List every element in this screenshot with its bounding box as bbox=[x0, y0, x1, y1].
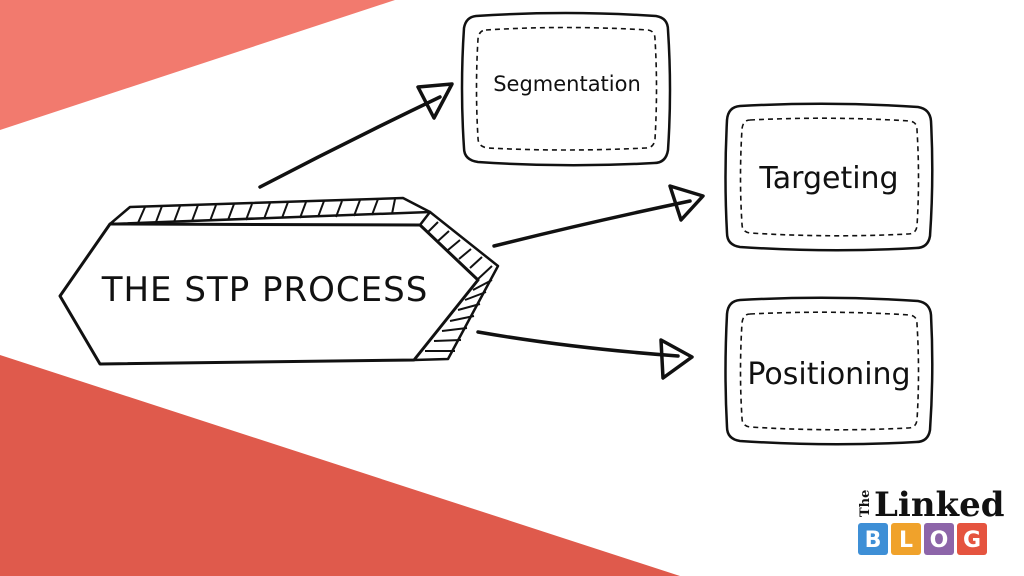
targeting-box: Targeting bbox=[724, 102, 934, 252]
arrow-to-targeting bbox=[492, 184, 705, 248]
the-linked-blog-logo: The Linked B L O G bbox=[858, 485, 1005, 555]
logo-tile-l bbox=[891, 523, 921, 555]
logo-letter-o: O bbox=[930, 528, 949, 553]
top-left-red-band bbox=[0, 0, 395, 130]
stp-process-title: THE STP PROCESS bbox=[101, 270, 429, 310]
logo-tile-g bbox=[957, 523, 987, 555]
positioning-box: Positioning bbox=[724, 296, 934, 446]
logo-tile-b bbox=[858, 523, 888, 555]
logo-the-text: The bbox=[858, 490, 873, 517]
arrow-to-segmentation bbox=[258, 82, 454, 189]
targeting-label: Targeting bbox=[758, 161, 898, 196]
logo-letter-b: B bbox=[865, 528, 882, 553]
logo-letter-g: G bbox=[963, 528, 981, 553]
segmentation-box: Segmentation bbox=[460, 11, 672, 167]
stp-process-shape: THE STP PROCESS bbox=[58, 196, 500, 366]
bottom-left-red-band bbox=[0, 355, 680, 576]
segmentation-label: Segmentation bbox=[493, 72, 641, 96]
arrow-to-positioning bbox=[476, 330, 694, 380]
logo-linked-text: Linked bbox=[874, 485, 1005, 525]
logo-letter-l: L bbox=[899, 528, 913, 553]
positioning-label: Positioning bbox=[747, 357, 910, 392]
logo-blog-tiles: B L O G bbox=[858, 523, 987, 555]
logo-tile-o bbox=[924, 523, 954, 555]
